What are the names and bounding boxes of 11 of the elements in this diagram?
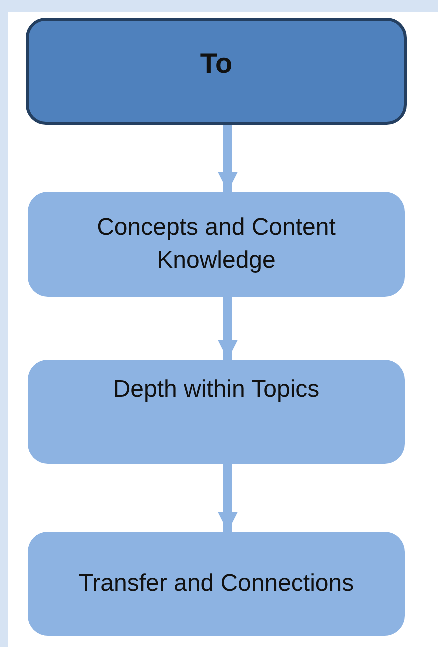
box-label: Concepts and Content Knowledge — [96, 213, 337, 276]
down-arrow — [218, 297, 238, 360]
box-label: Transfer and Connections — [78, 568, 354, 599]
process-box — [28, 192, 405, 297]
box-label: To — [200, 47, 233, 81]
process-box — [28, 360, 405, 464]
down-arrow — [218, 464, 238, 532]
box-label: Depth within Topics — [113, 375, 320, 405]
process-box — [28, 532, 405, 636]
down-arrow — [218, 125, 238, 192]
process-box — [26, 18, 407, 125]
